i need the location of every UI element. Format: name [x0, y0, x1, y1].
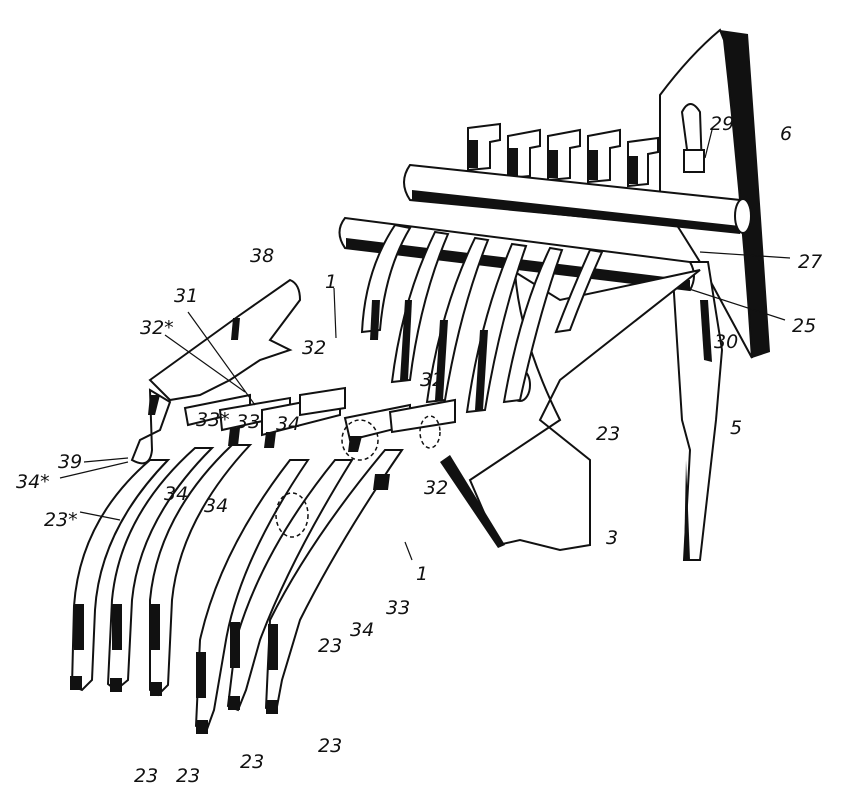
label-23-d: 23 — [318, 735, 342, 757]
label-32-b: 32 — [420, 369, 444, 391]
label-1-bottom: 1 — [416, 563, 428, 585]
shaft-27 — [403, 163, 752, 234]
label-39: 39 — [58, 451, 82, 473]
actuator-bars-32 — [183, 386, 456, 442]
label-32-c: 32 — [424, 477, 448, 499]
label-25: 25 — [792, 315, 816, 337]
label-33-star: 33* — [196, 409, 230, 431]
label-34-star: 34* — [16, 471, 50, 493]
reference-labels: 1 1 3 5 6 23* 23 23 23 23 23 23 25 27 29… — [16, 113, 822, 787]
label-23-frame: 23 — [596, 423, 620, 445]
label-34-b: 34 — [164, 483, 188, 505]
label-34-c: 34 — [204, 495, 228, 517]
label-23-mid: 23 — [318, 635, 342, 657]
leader-lines — [59, 129, 791, 561]
label-32-star: 32* — [140, 317, 174, 339]
label-32-a: 32 — [302, 337, 326, 359]
label-33-b: 33 — [386, 597, 410, 619]
terminal-row — [467, 122, 659, 188]
label-23-c: 23 — [240, 751, 264, 773]
label-27: 27 — [798, 251, 822, 273]
lever-5 — [670, 103, 724, 561]
label-34-d: 34 — [350, 619, 374, 641]
label-23-star: 23* — [44, 509, 78, 531]
label-34-a: 34 — [276, 413, 300, 435]
label-23-a: 23 — [134, 765, 158, 787]
contact-legs — [70, 428, 404, 734]
label-29: 29 — [710, 113, 734, 135]
label-33-a: 33 — [236, 411, 260, 433]
hidden-lines — [275, 415, 441, 538]
label-23-b: 23 — [176, 765, 200, 787]
label-31: 31 — [174, 285, 198, 307]
label-30: 30 — [714, 331, 738, 353]
label-1-top: 1 — [325, 271, 337, 293]
label-5: 5 — [730, 417, 742, 439]
label-38: 38 — [250, 245, 274, 267]
label-6: 6 — [780, 123, 792, 145]
label-3: 3 — [606, 527, 618, 549]
